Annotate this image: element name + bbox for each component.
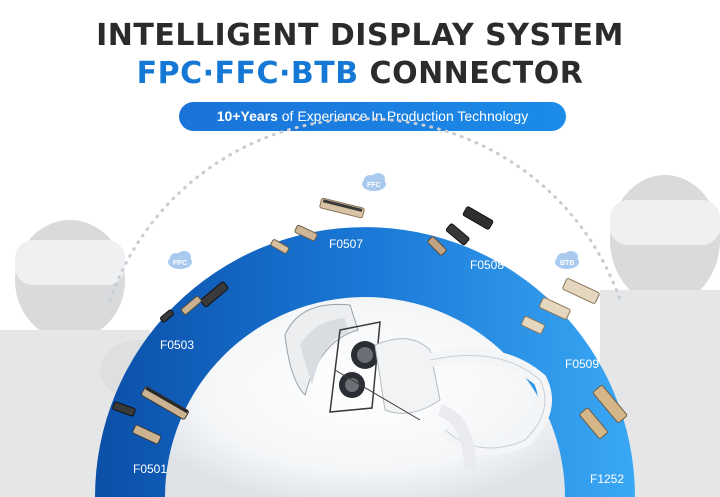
cloud-fpc-label: FPC	[173, 260, 187, 267]
connector-label-f0507: F0507	[329, 237, 364, 251]
cloud-ffc-icon: FFC	[362, 173, 386, 191]
background-vr-people	[0, 175, 720, 497]
headline-rest: CONNECTOR	[358, 56, 584, 91]
experience-badge: 10+Years of Experience In Production Tec…	[179, 102, 566, 131]
connector-label-f0508: F0508	[470, 258, 505, 272]
experience-badge-bold: 10+Years	[216, 108, 278, 124]
headline-accent: FPC·FFC·BTB	[136, 56, 359, 91]
headline-line1: INTELLIGENT DISPLAY SYSTEM	[96, 18, 624, 53]
connector-f0503-icon	[160, 281, 229, 323]
right-person-silhouette	[600, 175, 720, 497]
cloud-ffc-label: FFC	[367, 182, 381, 189]
headline-line2: FPC·FFC·BTB CONNECTOR	[0, 56, 720, 91]
connector-label-f1252: F1252	[590, 472, 625, 486]
cloud-fpc-icon: FPC	[168, 251, 192, 269]
vr-headset-exploded-icon	[284, 303, 552, 471]
connector-label-f0501: F0501	[133, 462, 168, 476]
connector-f0501-icon	[112, 386, 189, 445]
connector-f0509-icon	[521, 278, 600, 335]
cloud-btb-label: BTB	[560, 260, 574, 267]
connector-f0508-icon	[427, 206, 494, 256]
cloud-btb-icon: BTB	[555, 251, 579, 269]
connector-f0507-icon	[270, 197, 365, 254]
connector-f1252-icon	[579, 385, 628, 439]
connector-label-f0503: F0503	[160, 338, 195, 352]
connector-label-f0509: F0509	[565, 357, 600, 371]
